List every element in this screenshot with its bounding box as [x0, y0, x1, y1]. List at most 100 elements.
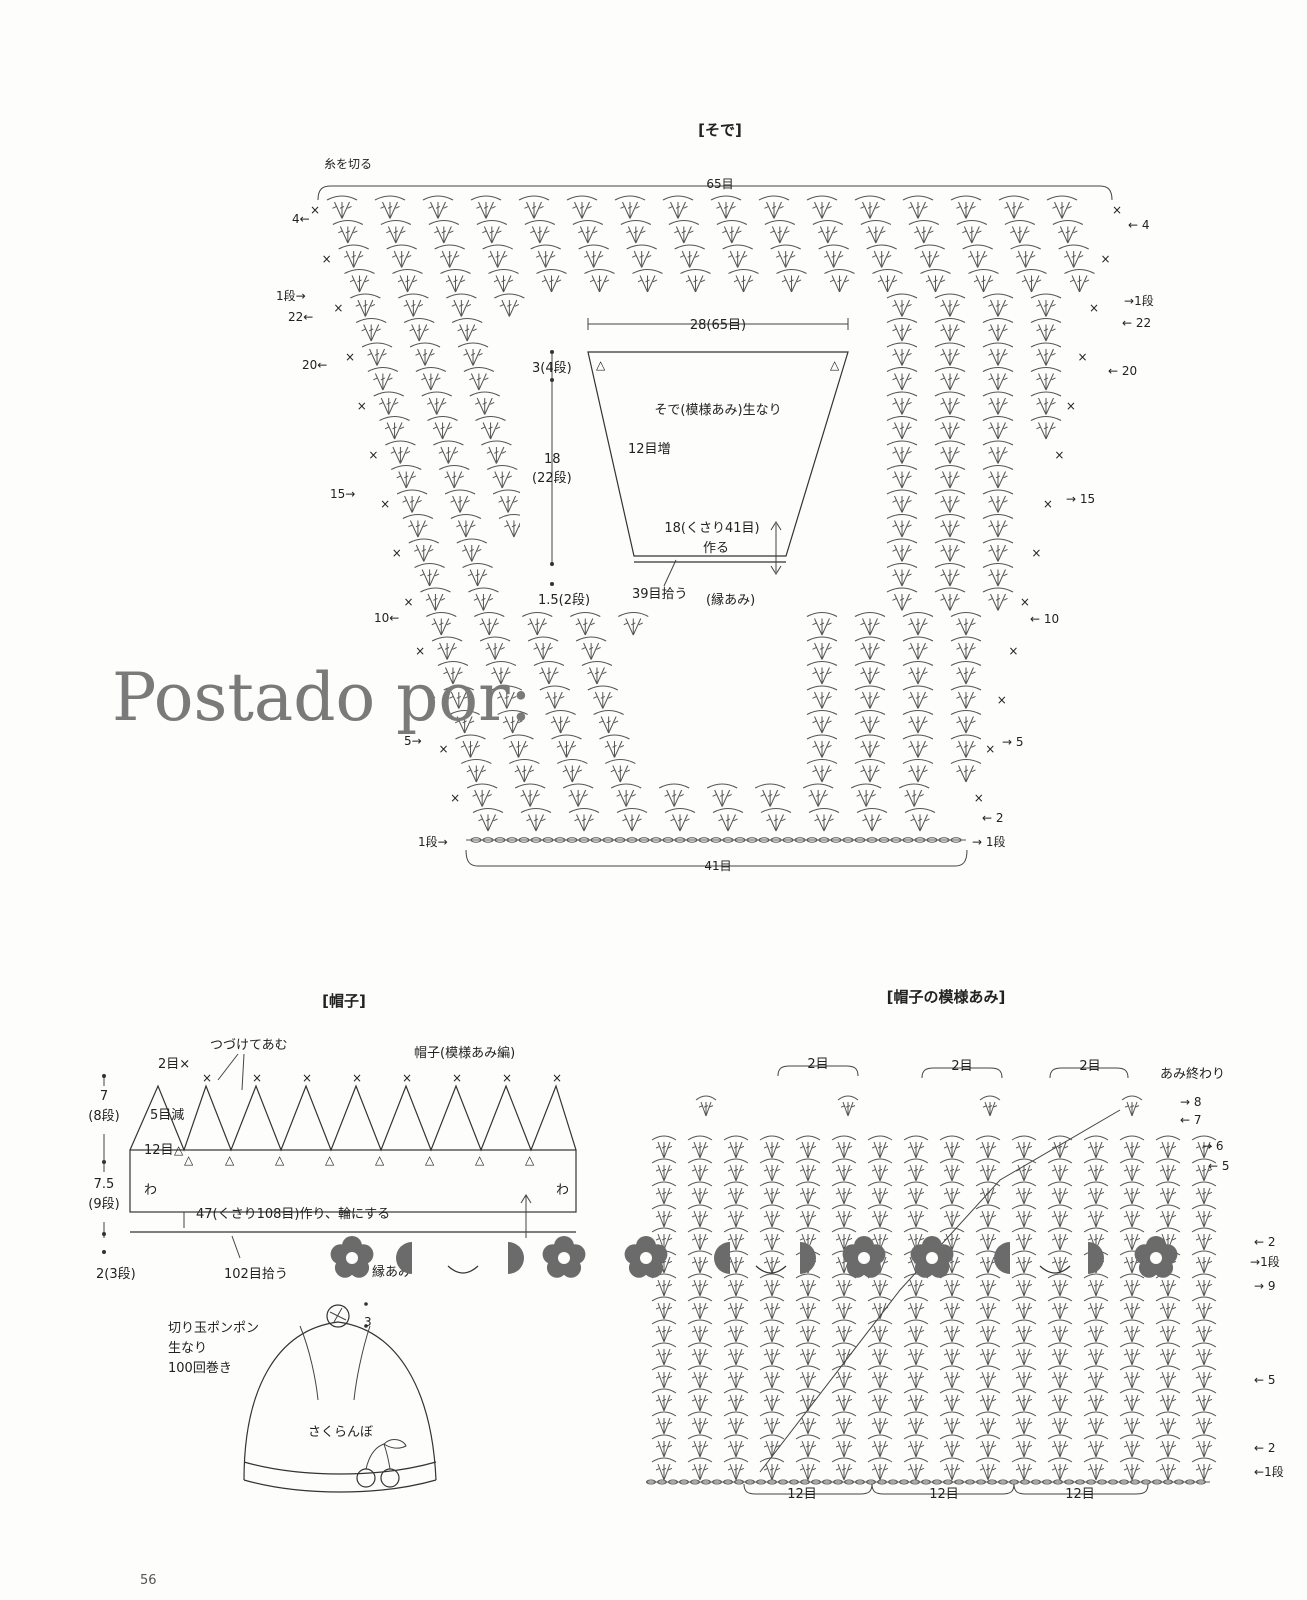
svg-text:×: × [1043, 497, 1053, 511]
schematic-height-bottom: 1.5(2段) [538, 593, 590, 608]
hat-continue-label: つづけてあむ [210, 1038, 288, 1053]
svg-text:×: × [380, 497, 390, 511]
hat-height-top-rows: (8段) [88, 1109, 119, 1124]
sleeve-row-labels-right: ← 4 →1段 ← 22 ← 20 → 15 ← 10 → 5 ← 2 → 1段 [972, 218, 1154, 849]
sleeve-left-row-22: 22← [288, 310, 313, 324]
hat-pattern-row-1: ←1段 [1254, 1464, 1284, 1479]
svg-text:×: × [552, 1071, 562, 1085]
svg-text:×: × [450, 791, 460, 805]
svg-text:×: × [985, 742, 995, 756]
schematic-increase-label: 12目増 [628, 442, 671, 457]
svg-text:×: × [1100, 252, 1110, 266]
svg-text:△: △ [225, 1153, 235, 1167]
hat-pattern-row-7: ← 7 [1180, 1113, 1202, 1127]
svg-text:×: × [427, 693, 437, 707]
sleeve-schematic-background [520, 312, 856, 608]
schematic-edging: (縁あみ) [706, 592, 755, 608]
sleeve-right-row-1-bottom: → 1段 [972, 834, 1006, 849]
page-number: 56 [140, 1573, 157, 1588]
svg-text:×: × [352, 1071, 362, 1085]
hat-wa-left: わ [144, 1183, 157, 1198]
hat-decrease-5: 5目減 [150, 1107, 184, 1123]
cherry-stem-icon [365, 1439, 407, 1470]
hat-pickup: 102目拾う [224, 1267, 288, 1282]
svg-text:×: × [1112, 203, 1122, 217]
hat-height-bottom: 2(3段) [96, 1267, 136, 1282]
hat-pattern-section: [帽子の模様あみ] 2目 2目 2目 あみ終わり → 8 ← 7 → 6 ← 5… [646, 988, 1284, 1502]
sleeve-right-row-5: → 5 [1002, 735, 1024, 749]
hat-cast-on: 47(くさり108目)作り、輪にする [196, 1206, 390, 1222]
sleeve-right-row-4: ← 4 [1128, 218, 1150, 232]
schematic-height-mid: 18 [544, 452, 561, 467]
svg-text:×: × [402, 1071, 412, 1085]
sleeve-left-row-20: 20← [302, 358, 327, 372]
svg-text:×: × [1054, 448, 1064, 462]
hat-pattern-end-label: あみ終わり [1160, 1066, 1225, 1082]
schematic-cast-on-2: 作る [703, 541, 729, 556]
svg-text:×: × [1066, 399, 1076, 413]
hat-section: [帽子] つづけてあむ 2目× 帽子(模様あみ編) 7 (8段) 7.5 (9段… [88, 992, 577, 1493]
sleeve-title: [そで] [698, 121, 742, 139]
svg-text:×: × [415, 644, 425, 658]
hat-pattern-repeat-top-3: 2目 [1079, 1059, 1100, 1074]
hat-pattern-repeat-top-1: 2目 [807, 1057, 828, 1072]
hat-decrease-12: 12目 [144, 1143, 174, 1158]
svg-text:△: △ [425, 1153, 435, 1167]
svg-text:×: × [322, 252, 332, 266]
cherry-icon [356, 1468, 376, 1488]
decorative-flower-row [330, 1236, 1178, 1278]
hat-pattern-row-labels: → 8 ← 7 → 6 ← 5 ← 2 →1段 → 9 ← 5 ← 2 ←1段 [1180, 1095, 1284, 1479]
svg-text:△: △ [830, 358, 840, 372]
hat-pattern-row-2: ← 2 [1254, 1441, 1276, 1455]
hat-pattern-row-2-top: ← 2 [1254, 1235, 1276, 1249]
sleeve-stitch-chart: ×××××××××××××××××××××××××× [310, 195, 1122, 843]
sleeve-top-bracket [317, 185, 1113, 201]
hat-wa-right: わ [556, 1183, 569, 1198]
svg-text:×: × [345, 350, 355, 364]
schematic-top-width: 28(65目) [690, 318, 746, 333]
schematic-pickup: 39目拾う [632, 587, 688, 602]
svg-text:×: × [438, 742, 448, 756]
sleeve-right-row-20: ← 20 [1108, 364, 1137, 378]
svg-text:×: × [202, 1071, 212, 1085]
hat-pattern-title: [帽子の模様あみ] [887, 988, 1006, 1006]
svg-text:△: △ [596, 358, 606, 372]
hat-pattern-repeat-bottom-3: 12目 [1065, 1487, 1095, 1502]
svg-text:×: × [452, 1071, 462, 1085]
hat-pompom-size: 3 [364, 1315, 372, 1329]
svg-text:×: × [997, 693, 1007, 707]
svg-text:×: × [1020, 595, 1030, 609]
svg-text:×: × [357, 399, 367, 413]
svg-text:×: × [392, 546, 402, 560]
svg-text:△: △ [275, 1153, 285, 1167]
sleeve-right-row-10: ← 10 [1030, 612, 1059, 626]
svg-text:×: × [974, 791, 984, 805]
hat-pattern-repeat-bottom-2: 12目 [929, 1487, 959, 1502]
hat-shape: ×△×△×△×△×△×△×△×△ [129, 1071, 577, 1233]
sleeve-left-row-1-bottom: 1段→ [418, 834, 448, 849]
hat-title: [帽子] [322, 992, 366, 1010]
hat-pattern-row-8: → 8 [1180, 1095, 1202, 1109]
sleeve-shape-outline [587, 351, 849, 557]
sleeve-cut-yarn-label: 糸を切る [324, 157, 372, 171]
hat-pattern-row-9: → 9 [1254, 1279, 1276, 1293]
sleeve-right-row-15: → 15 [1066, 492, 1095, 506]
svg-text:△: △ [375, 1153, 385, 1167]
sleeve-schematic: 28(65目) 3(4段) 18 (22段) 1.5(2段) △ △ そで(模様… [532, 318, 849, 608]
svg-text:×: × [403, 595, 413, 609]
sleeve-section: [そで] 糸を切る 65目 ××××××××××××××××××××××××××… [276, 121, 1154, 873]
hat-height-mid: 7.5 [94, 1177, 115, 1192]
svg-text:△: △ [525, 1153, 535, 1167]
schematic-direction-arrow [770, 521, 782, 575]
hat-pattern-row-5: ← 5 [1254, 1373, 1276, 1387]
sleeve-right-row-22: ← 22 [1122, 316, 1151, 330]
sleeve-left-row-15: 15→ [330, 487, 355, 501]
finished-hat-illustration: さくらんぼ 切り玉ポンポン 生なり 100回巻き 3 [168, 1302, 437, 1493]
svg-text:△: △ [475, 1153, 485, 1167]
hat-piece-name: 帽子(模様あみ編) [414, 1045, 515, 1061]
hat-pattern-bottom-brackets: 12目 12目 12目 [743, 1483, 1149, 1502]
sleeve-row-labels-left: 4← 1段→ 22← 20← 15→ 10← 5→ 1段→ [276, 212, 448, 849]
sleeve-left-row-5: 5→ [404, 734, 422, 748]
svg-text:×: × [1077, 350, 1087, 364]
